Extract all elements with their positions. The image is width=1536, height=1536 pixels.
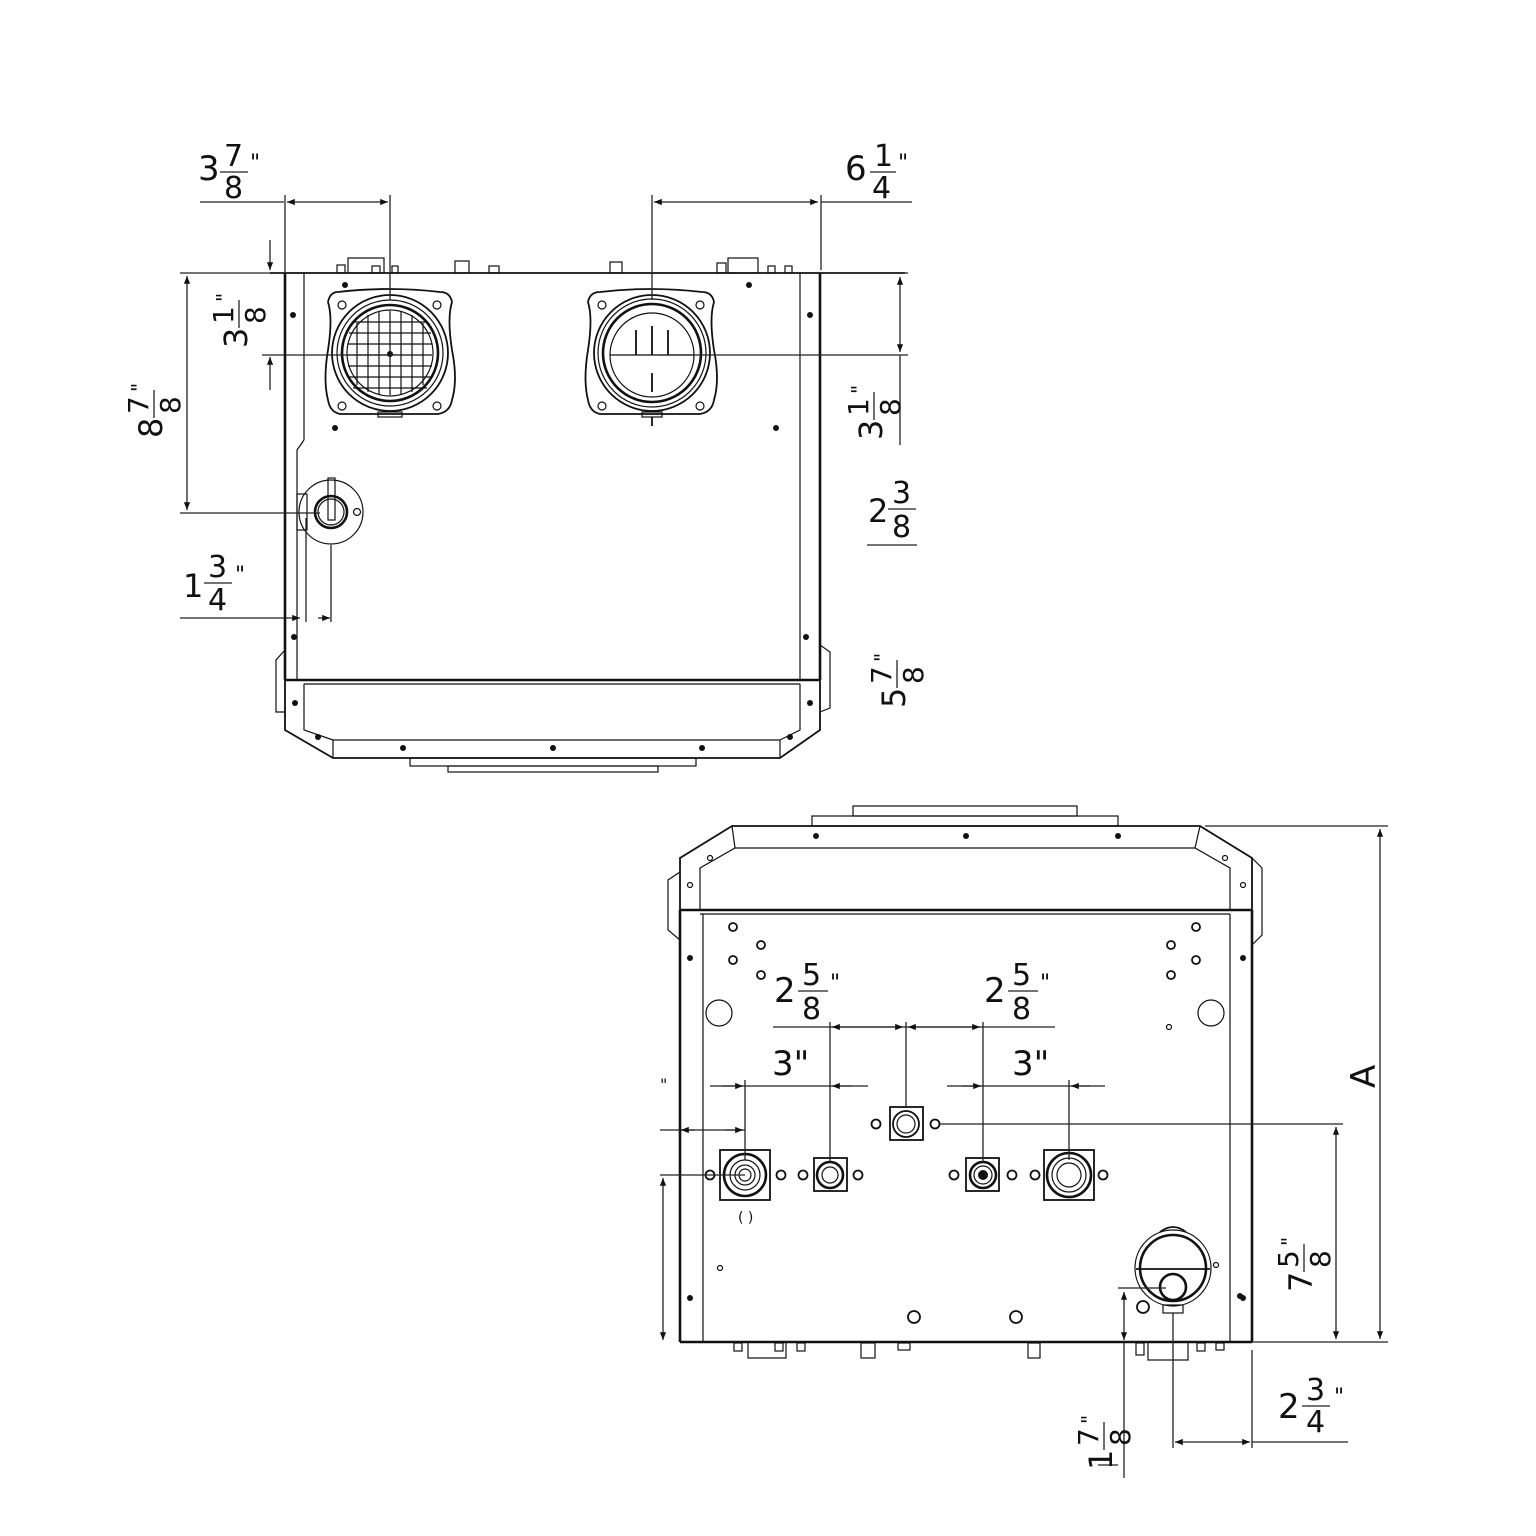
dim-left-small: " bbox=[659, 1075, 745, 1340]
dim-text: 3" bbox=[772, 1044, 809, 1084]
dim-condensate-from-right: 2 3 4 " bbox=[1172, 1313, 1348, 1448]
dim-whole: 2 bbox=[1278, 1387, 1300, 1427]
front-screws bbox=[687, 922, 1246, 1324]
dim-num: 5 bbox=[1012, 958, 1031, 993]
dim-den: 8 bbox=[1304, 1250, 1337, 1268]
dim-port1-from-left: 3 7 8 " bbox=[198, 139, 391, 300]
dim-num: 5 bbox=[802, 958, 821, 993]
dim-den: 8 bbox=[897, 666, 930, 684]
intake-port-grille bbox=[324, 288, 456, 418]
dim-whole: 2 bbox=[774, 971, 796, 1011]
screws bbox=[290, 282, 813, 640]
dim-den: 8 bbox=[224, 171, 243, 206]
dim-den: 8 bbox=[239, 306, 272, 324]
dim-side-2-3-8: 2 3 8 bbox=[867, 476, 917, 546]
dim-right-2-5-8: 2 5 8 " bbox=[984, 958, 1050, 1027]
dim-unit: " bbox=[847, 385, 871, 394]
dim-left-3: 3" bbox=[710, 1022, 868, 1163]
dim-num: 7 bbox=[865, 666, 898, 684]
dim-port2-from-right: 6 1 4 " bbox=[651, 139, 912, 300]
dim-unit: " bbox=[1077, 1415, 1101, 1424]
dim-whole: 5 bbox=[875, 688, 913, 708]
dim-unit: " bbox=[250, 151, 260, 176]
dim-whole: 1 bbox=[1082, 1450, 1120, 1470]
dim-whole: 8 bbox=[132, 418, 170, 438]
dim-num: 7 bbox=[1072, 1428, 1105, 1446]
dim-num: 1 bbox=[842, 398, 875, 416]
dim-unit: " bbox=[830, 971, 840, 996]
dim-port1-from-top: 3 1 8 " bbox=[207, 240, 395, 390]
dim-unit: " bbox=[870, 653, 894, 662]
dim-text: " bbox=[660, 1075, 667, 1094]
dim-den: 4 bbox=[872, 171, 891, 206]
dim-unit: " bbox=[1040, 971, 1050, 996]
dim-left-2-5-8: 2 5 8 " bbox=[773, 958, 1055, 1108]
dim-den: 8 bbox=[874, 398, 907, 416]
dim-port2-from-top: 3 1 8 " bbox=[658, 272, 908, 445]
front-view: ( ) bbox=[659, 805, 1388, 1478]
dim-den: 8 bbox=[1012, 992, 1031, 1027]
dim-unit: " bbox=[898, 151, 908, 176]
dim-whole: 3 bbox=[217, 328, 255, 348]
dim-den: 8 bbox=[154, 396, 187, 414]
dim-num: 3 bbox=[892, 476, 911, 511]
top-view: 3 7 8 " 6 1 4 " 3 1 8 bbox=[122, 139, 930, 773]
dim-num: 7 bbox=[224, 139, 243, 174]
dim-den: 4 bbox=[1306, 1405, 1325, 1440]
dim-whole: 3 bbox=[852, 420, 890, 440]
dim-unit: " bbox=[1277, 1237, 1301, 1246]
dim-whole: 2 bbox=[868, 492, 888, 530]
dim-drain-from-top: 8 7 8 " bbox=[122, 272, 320, 514]
dim-unit: " bbox=[127, 383, 151, 392]
dim-num: 3 bbox=[1306, 1373, 1325, 1408]
port-center-top bbox=[870, 1106, 941, 1141]
condensate-trap bbox=[1134, 1226, 1243, 1314]
port-label: ( ) bbox=[738, 1210, 753, 1226]
port-1: ( ) bbox=[704, 1149, 787, 1226]
dim-den: 8 bbox=[1104, 1428, 1137, 1446]
dim-whole: 3 bbox=[198, 149, 220, 189]
bottom-connectors bbox=[733, 1341, 1225, 1361]
dim-num: 3 bbox=[208, 550, 227, 585]
dim-text: 3" bbox=[1012, 1044, 1049, 1084]
dim-num: 1 bbox=[874, 139, 893, 174]
dim-whole: 1 bbox=[183, 567, 203, 605]
drain-fitting bbox=[296, 477, 364, 545]
dim-num: 5 bbox=[1272, 1250, 1305, 1268]
dim-right-3: 3" bbox=[947, 1022, 1105, 1163]
dim-port-height: 7 5 8 " bbox=[940, 1123, 1343, 1339]
dim-overall-height-A: A bbox=[1205, 825, 1388, 1343]
dim-condensate-height: 1 7 8 " bbox=[1072, 1287, 1166, 1478]
dim-text: A bbox=[1344, 1065, 1384, 1088]
exhaust-port-damper bbox=[584, 288, 718, 426]
dim-den: 8 bbox=[802, 992, 821, 1027]
dim-den: 8 bbox=[892, 510, 911, 545]
bottom-bracket bbox=[275, 644, 831, 773]
dim-drain-from-left: 1 3 4 " bbox=[180, 518, 332, 622]
dim-side-5-7-8: 5 7 8 " bbox=[865, 653, 930, 708]
dim-unit: " bbox=[235, 563, 245, 588]
dim-unit: " bbox=[1334, 1385, 1344, 1410]
dim-unit: " bbox=[212, 293, 236, 302]
dim-den: 4 bbox=[208, 583, 227, 618]
dim-whole: 6 bbox=[845, 149, 867, 189]
dim-num: 1 bbox=[207, 306, 240, 324]
dim-whole: 7 bbox=[1282, 1272, 1320, 1292]
dim-whole: 2 bbox=[984, 971, 1006, 1011]
dim-num: 7 bbox=[122, 396, 155, 414]
